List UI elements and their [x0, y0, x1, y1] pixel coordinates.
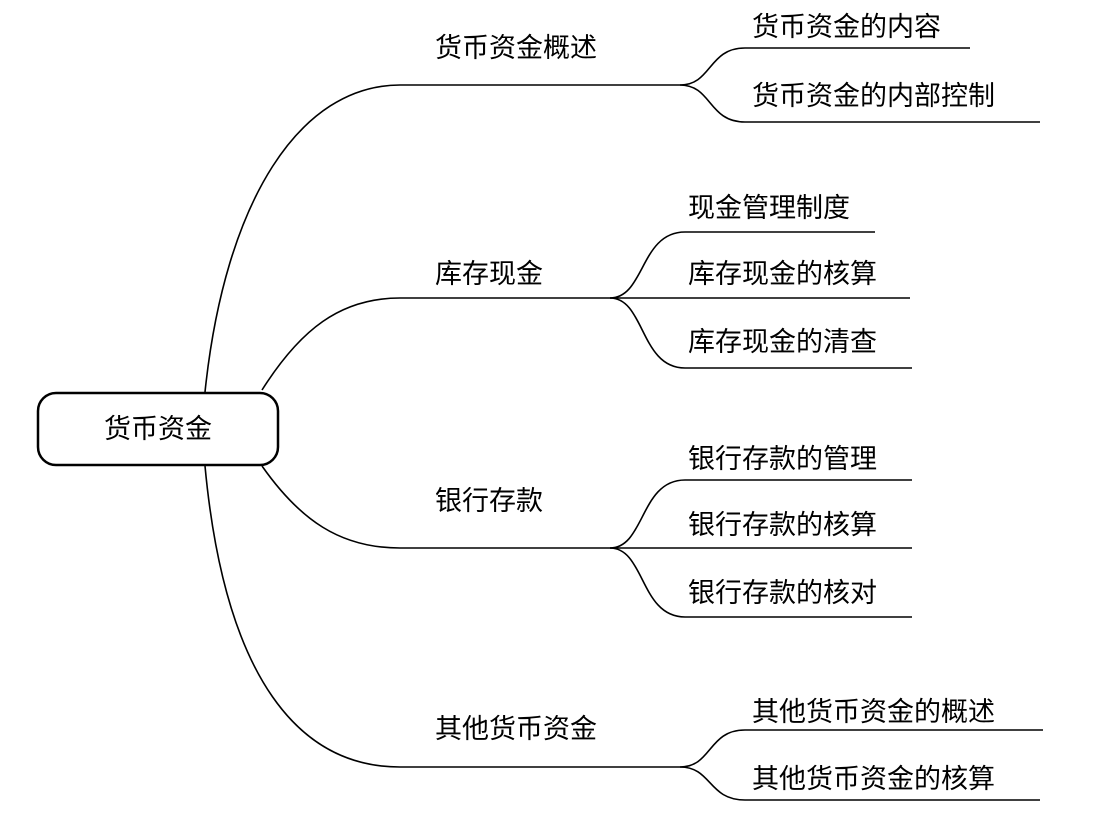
leaf-label: 货币资金的内容: [752, 12, 941, 43]
leaf-connector: [609, 479, 912, 549]
branch-connector: [204, 465, 680, 768]
leaf-label: 库存现金的核算: [688, 259, 877, 290]
branch-other-funds: 其他货币资金 其他货币资金的概述 其他货币资金的核算: [204, 465, 1043, 801]
root-node: 货币资金: [36, 391, 280, 467]
leaf-label: 银行存款的管理: [688, 444, 877, 475]
root-box: [36, 391, 280, 467]
branch-label: 银行存款: [435, 486, 543, 517]
branch-connector: [261, 465, 610, 549]
branch-label: 其他货币资金: [435, 714, 597, 745]
leaf-label: 其他货币资金的核算: [752, 764, 995, 795]
leaf-label: 现金管理制度: [688, 193, 850, 224]
leaf-label: 银行存款的核对: [688, 578, 877, 609]
branch-overview: 货币资金概述 货币资金的内容 货币资金的内部控制: [204, 12, 1040, 393]
leaf-label: 库存现金的清查: [688, 327, 877, 358]
leaf-label: 其他货币资金的概述: [752, 697, 995, 728]
leaf-connector: [679, 729, 1043, 768]
branch-label: 库存现金: [435, 259, 543, 290]
leaf-connector: [679, 47, 970, 86]
branch-cash: 库存现金 现金管理制度 库存现金的核算 库存现金的清查: [261, 193, 912, 391]
leaf-label: 货币资金的内部控制: [752, 81, 995, 112]
leaf-connector: [679, 84, 1040, 123]
branch-label: 货币资金概述: [435, 33, 597, 64]
branch-bank-deposit: 银行存款 银行存款的管理 银行存款的核算 银行存款的核对: [261, 444, 912, 618]
leaf-connector: [609, 231, 875, 299]
leaf-connector: [609, 547, 912, 618]
leaf-label: 银行存款的核算: [688, 510, 877, 541]
root-label: 货币资金: [104, 414, 212, 445]
branch-connector: [261, 297, 610, 391]
leaf-connector: [679, 766, 1040, 801]
leaf-connector: [609, 297, 912, 369]
branch-connector: [204, 84, 680, 393]
